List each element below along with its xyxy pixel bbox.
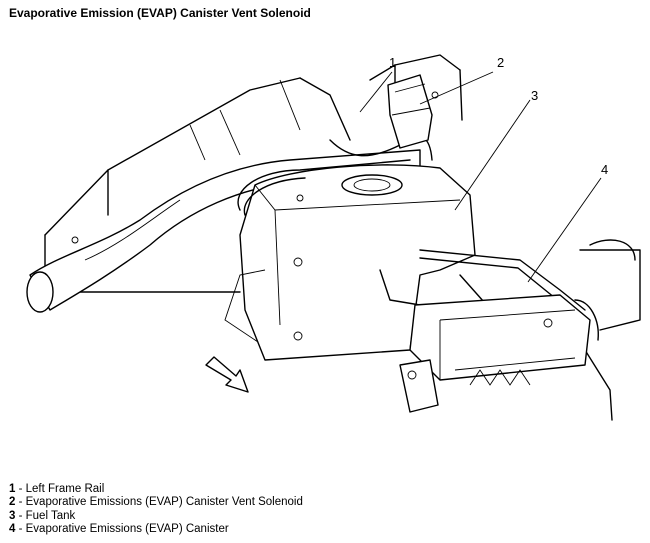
evap-canister [399,294,591,413]
legend-item-label: Left Frame Rail [25,483,105,495]
legend-item: 1 - Left Frame Rail [9,483,303,496]
legend: 1 - Left Frame Rail 2 - Evaporative Emis… [9,483,303,537]
legend-item-separator: - [15,509,26,522]
callout-4: 4 [601,162,608,177]
legend-item-label: Fuel Tank [25,509,76,522]
fuel-tank [224,164,476,361]
legend-item-number: 2 [9,496,16,509]
legend-item: 3 - Fuel Tank [9,510,303,523]
vent-solenoid [387,74,439,149]
legend-item-separator: - [15,523,26,536]
legend-item-separator: - [15,483,26,495]
legend-item-number: 4 [9,523,16,536]
legend-item-number: 3 [9,509,16,522]
callout-1: 1 [389,55,396,70]
legend-item-separator: - [15,496,26,509]
legend-item-label: Evaporative Emissions (EVAP) Canister [25,523,229,536]
callout-2: 2 [497,55,504,70]
legend-item-label: Evaporative Emissions (EVAP) Canister Ve… [25,496,303,509]
leader-lines [359,71,602,283]
diagram-title: Evaporative Emission (EVAP) Canister Ven… [9,6,311,20]
legend-item: 2 - Evaporative Emissions (EVAP) Caniste… [9,496,303,509]
front-arrow-icon [205,356,249,393]
evap-illustration: 1 2 3 4 [26,54,641,421]
legend-item: 4 - Evaporative Emissions (EVAP) Caniste… [9,523,303,536]
legend-item-number: 1 [9,483,16,495]
callout-3: 3 [531,88,538,103]
